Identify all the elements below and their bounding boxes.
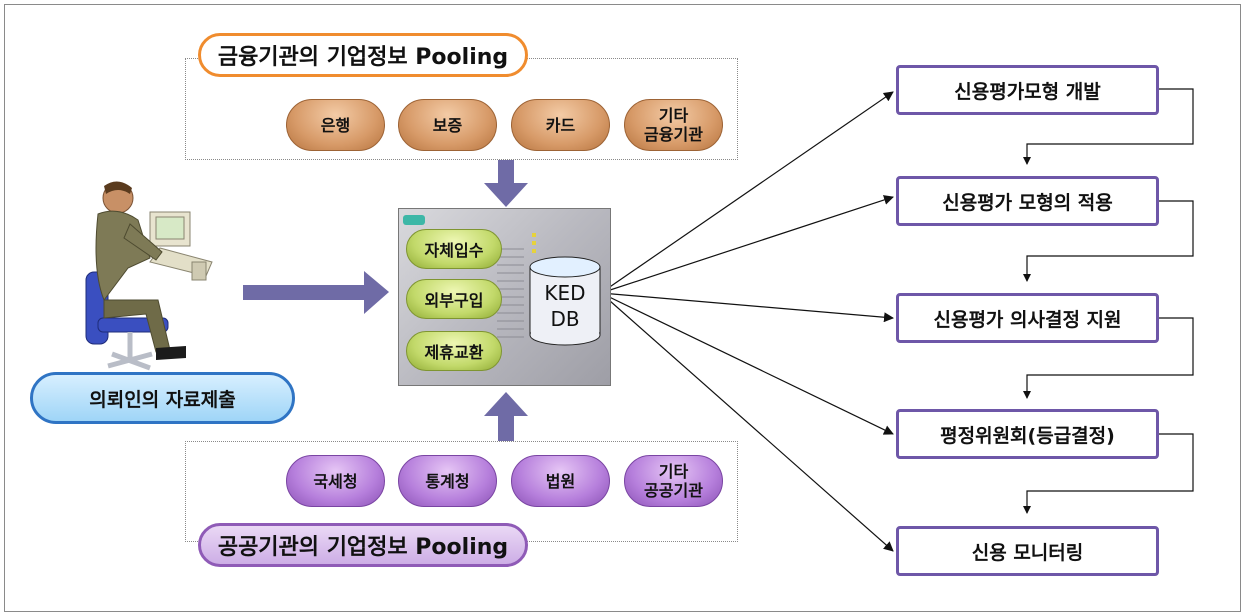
db-to-steps-arrows: [600, 91, 894, 552]
database-name-line2: DB: [550, 307, 580, 331]
step-connectors: [1023, 88, 1194, 514]
source-label: 통계청: [425, 471, 470, 491]
step-model-development: 신용평가모형 개발: [896, 65, 1159, 115]
source-card: 카드: [511, 99, 610, 151]
database-name-line1: KED: [544, 281, 586, 305]
person-at-computer-illustration: [85, 181, 213, 371]
source-label: 기타 공공기관: [644, 462, 703, 500]
public-pooling-title: 공공기관의 기업정보 Pooling: [198, 523, 528, 567]
source-tax-office: 국세청: [286, 455, 385, 507]
source-other-public: 기타 공공기관: [624, 455, 723, 507]
source-guarantee: 보증: [398, 99, 497, 151]
server-rack-graphic: [403, 215, 601, 346]
step-credit-monitoring: 신용 모니터링: [896, 526, 1159, 576]
diagram-frame: [4, 4, 1241, 612]
arrow-public-to-db: [484, 392, 528, 441]
source-other-financial: 기타 금융기관: [624, 99, 723, 151]
database-cylinder-icon: [529, 256, 601, 346]
channel-partner-exchange: 제휴교환: [406, 331, 502, 371]
step-rating-committee: 평정위원회(등급결정): [896, 409, 1159, 459]
financial-pooling-title: 금융기관의 기업정보 Pooling: [198, 33, 528, 77]
requester-submission-label: 의뢰인의 자료제출: [30, 372, 295, 424]
channel-external-purchase: 외부구입: [406, 279, 502, 319]
arrow-financial-to-db: [484, 160, 528, 207]
source-bank: 은행: [286, 99, 385, 151]
source-label: 기타 금융기관: [644, 106, 703, 144]
step-decision-support: 신용평가 의사결정 지원: [896, 293, 1159, 343]
arrow-requester-to-db: [243, 271, 389, 314]
channel-internal-collection: 자체입수: [406, 229, 502, 269]
source-statistics-office: 통계청: [398, 455, 497, 507]
source-label: 보증: [432, 115, 463, 135]
source-label: 카드: [545, 115, 576, 135]
source-label: 은행: [320, 115, 351, 135]
source-label: 법원: [545, 471, 576, 491]
step-model-application: 신용평가 모형의 적용: [896, 176, 1159, 226]
source-court: 법원: [511, 455, 610, 507]
source-label: 국세청: [313, 471, 358, 491]
